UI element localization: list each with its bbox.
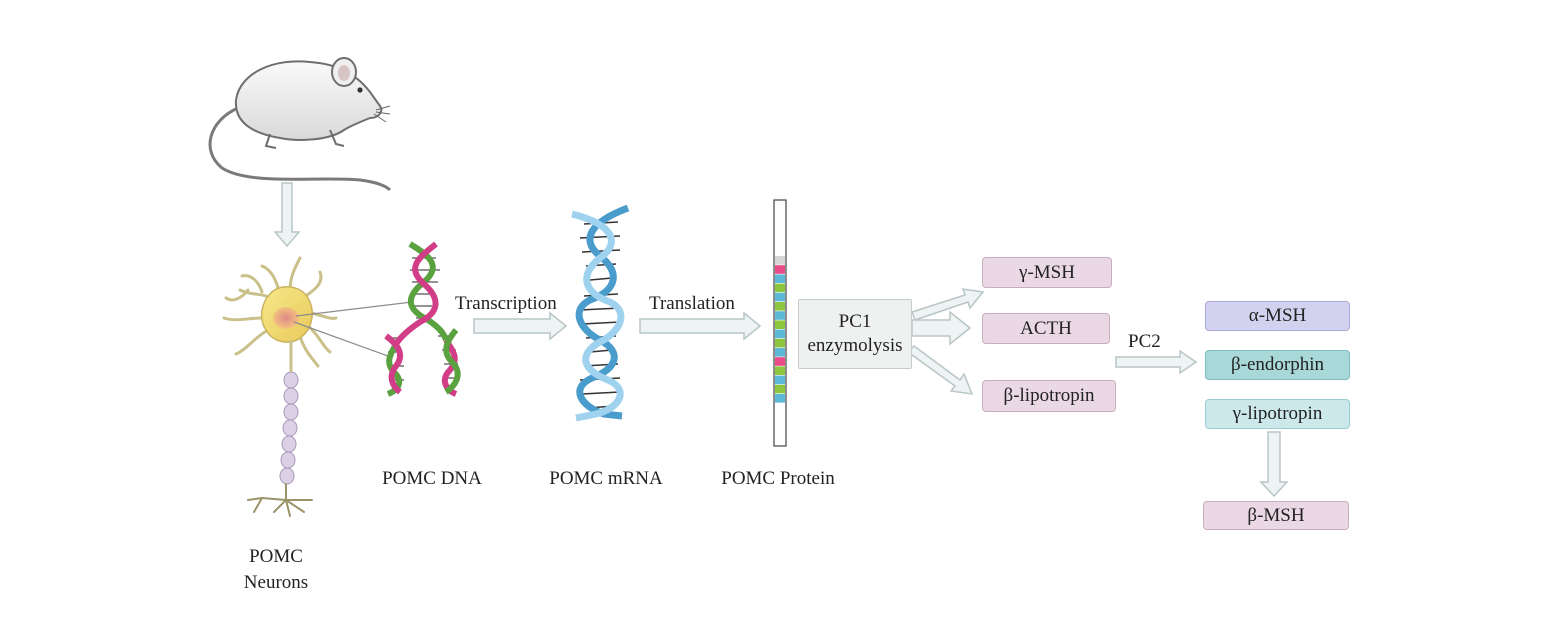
pomc-mrna-label: POMC mRNA — [549, 468, 663, 489]
acth-box: ACTH — [982, 313, 1110, 344]
pomc-dna-label: POMC DNA — [382, 468, 482, 489]
mouse-body — [234, 60, 383, 141]
protein-segment — [775, 283, 785, 293]
pc2-label: PC2 — [1128, 331, 1161, 352]
transcription-label: Transcription — [455, 293, 557, 314]
protein-segment — [775, 256, 785, 265]
alpha-msh-box: α-MSH — [1205, 301, 1350, 331]
protein-segment — [775, 265, 785, 274]
neuron-axon-terminals — [247, 483, 313, 517]
translation-arrow — [639, 311, 762, 341]
mouse-to-neuron-arrow — [273, 182, 301, 248]
pc2-arrow — [1115, 349, 1198, 375]
protein-segment — [775, 329, 785, 339]
mouse-front-leg — [329, 129, 345, 147]
pomc-protein-label: POMC Protein — [721, 468, 835, 489]
protein-segment — [775, 320, 785, 329]
gamma-lipotropin-to-beta-msh-arrow — [1259, 431, 1289, 498]
mrna-illustration — [571, 204, 630, 422]
beta-endorphin-box: β-endorphin — [1205, 350, 1350, 380]
gamma-lipotropin-box: γ-lipotropin — [1205, 399, 1350, 429]
pomc-neurons-label-line1: POMC — [249, 546, 303, 567]
zoom-line-bottom — [293, 321, 389, 357]
protein-segment — [775, 292, 785, 302]
gamma-msh-box: γ-MSH — [982, 257, 1112, 288]
beta-lipotropin-box: β-lipotropin — [982, 380, 1116, 412]
dna-illustration — [384, 241, 461, 397]
protein-segment — [775, 338, 785, 348]
protein-segment — [775, 375, 785, 385]
protein-segment — [775, 394, 785, 403]
protein-segment — [775, 384, 785, 394]
neuron-illustration — [222, 256, 413, 517]
mouse-tail — [208, 106, 392, 192]
protein-segment — [775, 348, 785, 357]
mouse-eye — [357, 87, 363, 93]
transcription-arrow — [473, 311, 568, 341]
protein-bar — [773, 199, 787, 447]
pc1-box-line1: PC1 — [838, 311, 872, 332]
pc1-enzymolysis-box: PC1 enzymolysis — [798, 299, 912, 369]
mouse-illustration — [208, 57, 392, 192]
pc1-box-line2: enzymolysis — [807, 335, 903, 356]
protein-segment — [775, 274, 785, 283]
protein-segment — [775, 357, 785, 366]
pomc-neurons-label-line2: Neurons — [243, 572, 309, 593]
protein-segment — [775, 311, 785, 320]
translation-label: Translation — [649, 293, 735, 314]
protein-segment — [775, 366, 785, 375]
zoom-line-top — [295, 301, 413, 317]
neuron-axon — [279, 371, 299, 485]
protein-segment — [775, 302, 785, 311]
beta-msh-box: β-MSH — [1203, 501, 1349, 530]
pc1-to-acth-arrow — [911, 310, 972, 346]
pc1-to-gamma-msh-arrow — [911, 288, 985, 321]
neuron-nucleus — [273, 307, 299, 329]
mouse-back-leg — [264, 133, 277, 149]
pc1-to-beta-lipotropin-arrow — [906, 345, 974, 395]
